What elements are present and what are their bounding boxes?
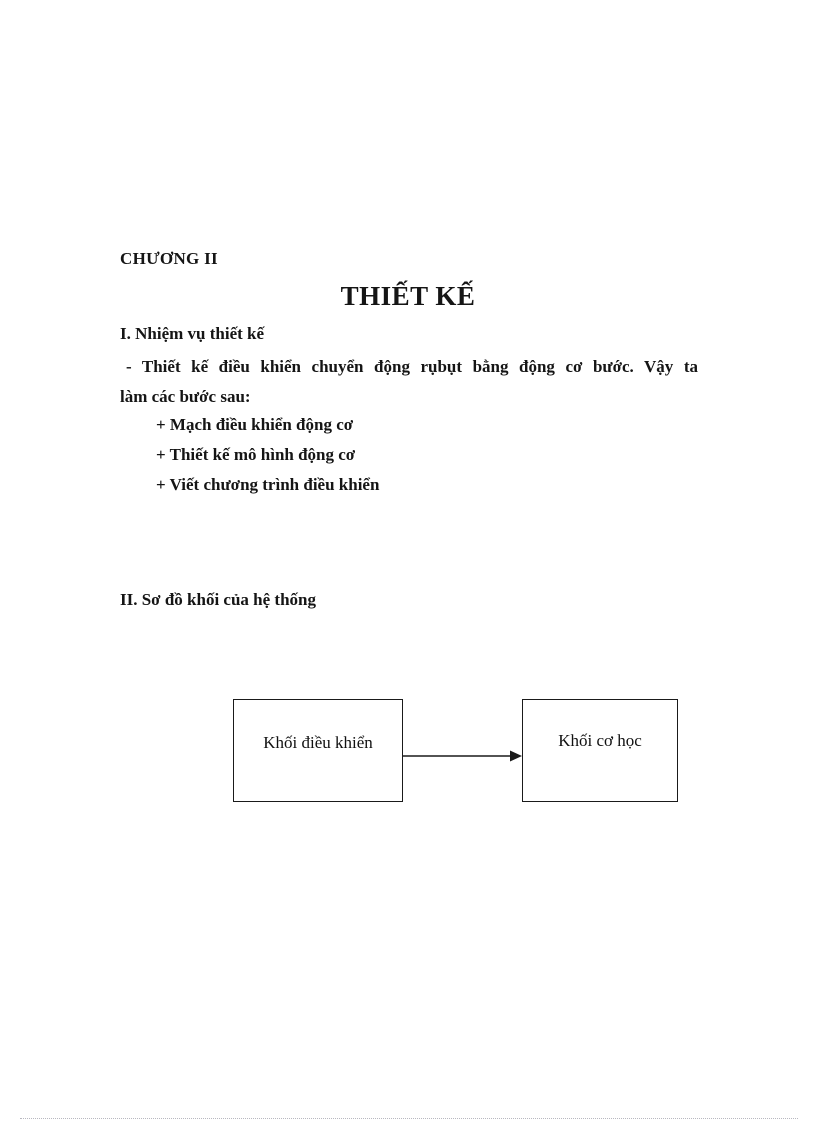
bullet-item: + Mạch điều khiển động cơ [156, 415, 354, 434]
section1-bullet-list: + Mạch điều khiển động cơ + Thiết kế mô … [156, 410, 379, 500]
document-title: THIẾT KẾ [340, 281, 476, 311]
bullet-item: + Thiết kế mô hình động cơ [156, 445, 356, 464]
diagram-control-block: Khối điều khiển [233, 699, 403, 802]
chapter-label: CHƯƠNG II [120, 249, 218, 268]
diagram-arrow [403, 750, 522, 762]
bullet-item: + Viết chương trình điều khiển [156, 475, 380, 494]
page-bottom-dotted-divider [20, 1118, 798, 1119]
paragraph-line-1: - Thiết kế điều khiển chuyển động rụbụt … [126, 357, 698, 376]
paragraph-line-2: làm các bước sau: [120, 387, 251, 406]
section1-paragraph: - Thiết kế điều khiển chuyển động rụbụt … [120, 352, 698, 412]
section1-heading: I. Nhiệm vụ thiết kế [120, 324, 265, 343]
diagram-mechanical-block-label: Khối cơ học [558, 731, 642, 750]
diagram-control-block-label: Khối điều khiển [263, 733, 373, 752]
diagram-mechanical-block: Khối cơ học [522, 699, 678, 802]
section2-heading: II. Sơ đồ khối của hệ thống [120, 590, 317, 609]
